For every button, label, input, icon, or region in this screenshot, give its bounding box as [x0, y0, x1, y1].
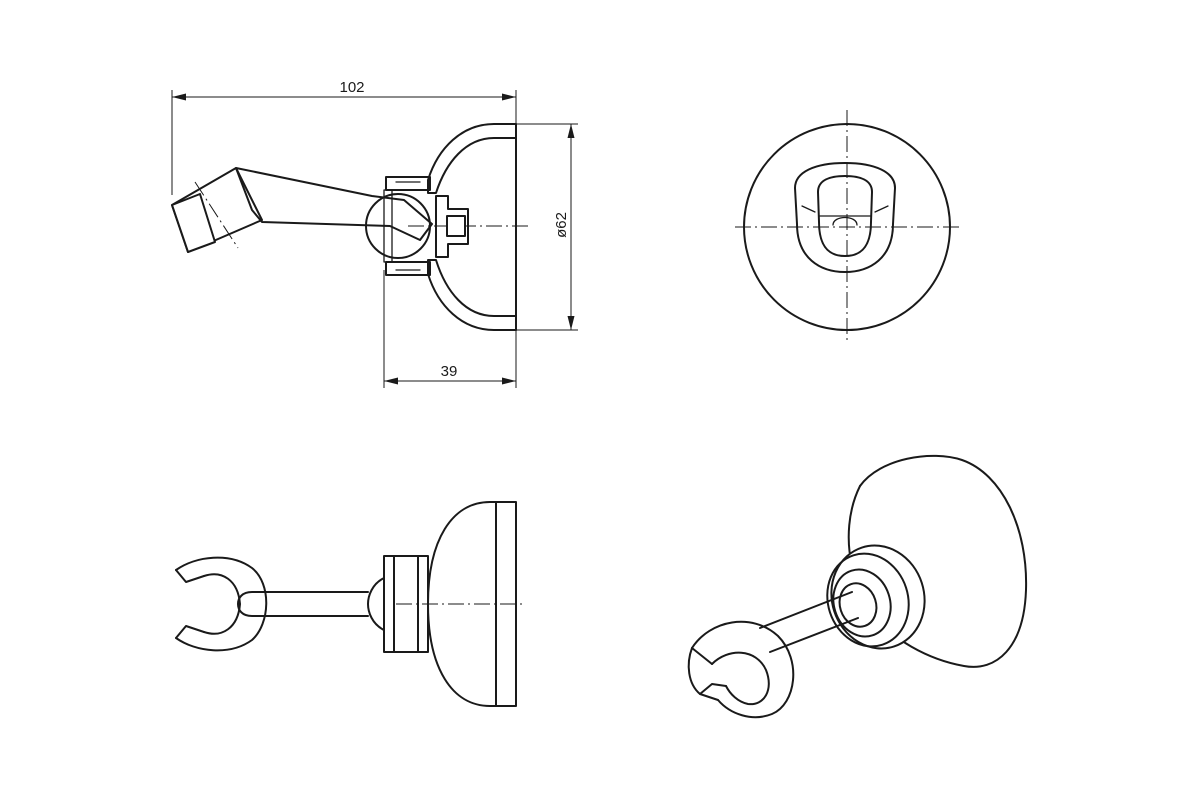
base-depth-label: 39 [441, 363, 458, 380]
holder-arm [235, 167, 433, 241]
front-view [735, 110, 960, 340]
side-clip-ring [175, 556, 268, 652]
clip-holder-front [794, 162, 896, 273]
iso-arm [759, 591, 859, 653]
wall-cup-shell-lower [427, 259, 517, 331]
side-arm [237, 591, 369, 617]
dimension-overall-length: 102 [171, 79, 517, 195]
side-view [175, 501, 522, 707]
iso-clip-ring [691, 620, 795, 719]
base-diameter-label: ø62 [553, 212, 570, 238]
dimension-base-depth: 39 [383, 270, 517, 388]
overall-length-label: 102 [339, 79, 364, 96]
iso-collar [830, 544, 926, 650]
dimension-base-diameter: ø62 [516, 123, 578, 331]
isometric-view [687, 454, 1028, 719]
wall-cup-shell [427, 123, 517, 194]
iso-dome-base [859, 454, 1028, 668]
cup-boss [435, 195, 469, 258]
section-view: 102 ø62 39 [171, 79, 578, 388]
